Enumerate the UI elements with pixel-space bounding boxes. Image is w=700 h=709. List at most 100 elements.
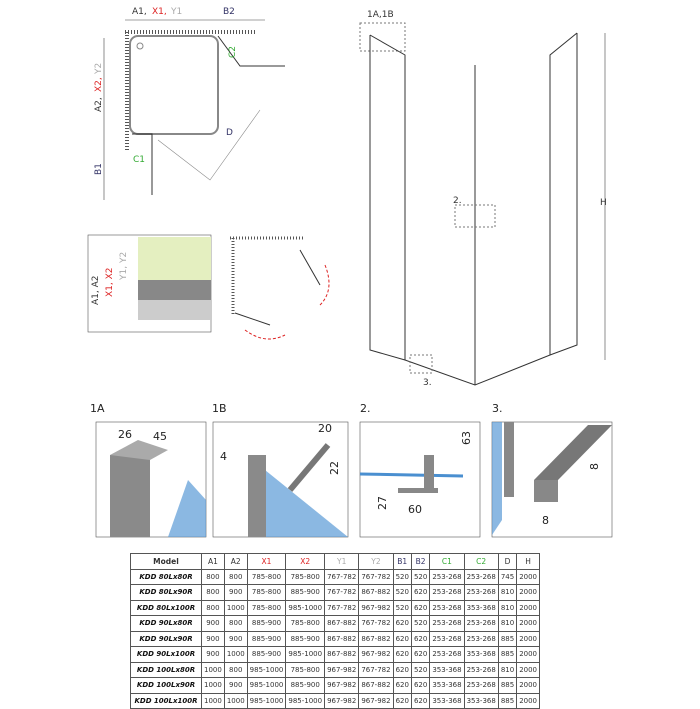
section-detail-diagram: A1, A2 X1, X2 Y1, Y2 bbox=[87, 234, 212, 333]
column-header-model: Model bbox=[130, 553, 202, 570]
label-y1: Y1 bbox=[170, 7, 182, 17]
dim-27: 27 bbox=[376, 496, 389, 510]
table-cell: 2000 bbox=[516, 677, 541, 694]
table-cell: 253-268 bbox=[463, 677, 499, 694]
table-cell: 867-882 bbox=[358, 584, 394, 601]
table-cell: 520 bbox=[392, 599, 412, 616]
table-cell: 620 bbox=[392, 646, 412, 663]
table-cell: 253-268 bbox=[429, 646, 465, 663]
detail-title: 2. bbox=[360, 402, 371, 415]
label-b2: B2 bbox=[223, 7, 235, 17]
table-cell: 900 bbox=[223, 677, 248, 694]
column-header-c1: C1 bbox=[429, 553, 465, 570]
table-cell: 520 bbox=[410, 615, 431, 632]
table-cell: 1000 bbox=[201, 692, 225, 709]
column-header-d: D bbox=[497, 553, 518, 570]
table-cell: 867-882 bbox=[358, 630, 394, 647]
table-cell: KDD 90Lx100R bbox=[130, 646, 202, 663]
label-a1: A1, bbox=[132, 7, 147, 17]
table-cell: 985-1000 bbox=[285, 692, 326, 709]
column-header-h: H bbox=[516, 553, 541, 570]
table-cell: 810 bbox=[497, 615, 518, 632]
table-cell: 767-782 bbox=[358, 661, 394, 678]
label-x1-x2: X1, X2 bbox=[105, 267, 115, 297]
table-cell: 620 bbox=[410, 599, 431, 616]
table-cell: 2000 bbox=[516, 584, 541, 601]
column-header-y1: Y1 bbox=[324, 553, 360, 570]
label-c1: C1 bbox=[133, 155, 145, 165]
front-view-diagram: 1A,1B 2. 3. H bbox=[359, 10, 607, 388]
detail-title: 1B bbox=[212, 402, 227, 415]
table-cell: 785-800 bbox=[285, 661, 326, 678]
detail-1a: 1A 26 45 bbox=[90, 402, 207, 538]
table-cell: 785-800 bbox=[246, 568, 287, 585]
dim-8-height: 8 bbox=[588, 463, 601, 470]
table-cell: 900 bbox=[201, 646, 225, 663]
dim-60: 60 bbox=[408, 503, 422, 516]
table-cell: 885 bbox=[497, 677, 518, 694]
table-cell: 985-1000 bbox=[246, 661, 287, 678]
detail-title: 1A bbox=[90, 402, 105, 415]
column-header-b1: B1 bbox=[392, 553, 412, 570]
dim-22: 22 bbox=[328, 461, 341, 475]
table-cell: KDD 100Lx90R bbox=[130, 677, 202, 694]
table-cell: 620 bbox=[392, 677, 412, 694]
label-2: 2. bbox=[453, 196, 462, 206]
column-header-c2: C2 bbox=[463, 553, 499, 570]
column-header-a1: A1 bbox=[201, 553, 225, 570]
table-cell: 2000 bbox=[516, 615, 541, 632]
table-cell: 520 bbox=[392, 568, 412, 585]
label-d: D bbox=[226, 128, 233, 138]
column-header-x1: X1 bbox=[246, 553, 287, 570]
table-cell: 885-900 bbox=[285, 584, 326, 601]
table-cell: 800 bbox=[201, 599, 225, 616]
table-cell: 785-800 bbox=[285, 568, 326, 585]
table-cell: 900 bbox=[223, 584, 248, 601]
table-cell: 253-268 bbox=[463, 615, 499, 632]
table-cell: 885 bbox=[497, 630, 518, 647]
table-cell: 967-982 bbox=[324, 661, 360, 678]
table-cell: KDD 100Lx100R bbox=[130, 692, 202, 709]
table-cell: 620 bbox=[410, 692, 431, 709]
table-cell: 620 bbox=[392, 692, 412, 709]
table-cell: 253-268 bbox=[429, 568, 465, 585]
table-cell: 520 bbox=[410, 661, 431, 678]
dim-20: 20 bbox=[318, 422, 332, 435]
table-cell: KDD 90Lx80R bbox=[130, 615, 202, 632]
table-cell: 800 bbox=[201, 584, 225, 601]
table-cell: 810 bbox=[497, 599, 518, 616]
table-cell: 2000 bbox=[516, 692, 541, 709]
table-cell: 767-782 bbox=[324, 568, 360, 585]
table-cell: 253-268 bbox=[463, 630, 499, 647]
table-cell: 2000 bbox=[516, 646, 541, 663]
table-cell: KDD 80Lx90R bbox=[130, 584, 202, 601]
table-cell: 800 bbox=[201, 568, 225, 585]
table-cell: 253-268 bbox=[429, 599, 465, 616]
table-cell: 353-368 bbox=[429, 677, 465, 694]
table-cell: 967-982 bbox=[324, 677, 360, 694]
table-cell: KDD 80Lx100R bbox=[130, 599, 202, 616]
table-cell: 1000 bbox=[201, 677, 225, 694]
table-cell: 253-268 bbox=[463, 661, 499, 678]
table-cell: 810 bbox=[497, 584, 518, 601]
column-header-a2: A2 bbox=[223, 553, 248, 570]
table-cell: 620 bbox=[410, 646, 431, 663]
label-a1-a2: A1, A2 bbox=[91, 276, 101, 306]
table-cell: 253-268 bbox=[463, 568, 499, 585]
table-cell: 253-268 bbox=[429, 584, 465, 601]
table-cell: 767-782 bbox=[324, 599, 360, 616]
table-cell: 885-900 bbox=[285, 677, 326, 694]
table-cell: 2000 bbox=[516, 661, 541, 678]
table-cell: 745 bbox=[497, 568, 518, 585]
label-y1-y2: Y1, Y2 bbox=[119, 252, 129, 281]
table-cell: 353-368 bbox=[463, 599, 499, 616]
table-cell: 620 bbox=[392, 615, 412, 632]
